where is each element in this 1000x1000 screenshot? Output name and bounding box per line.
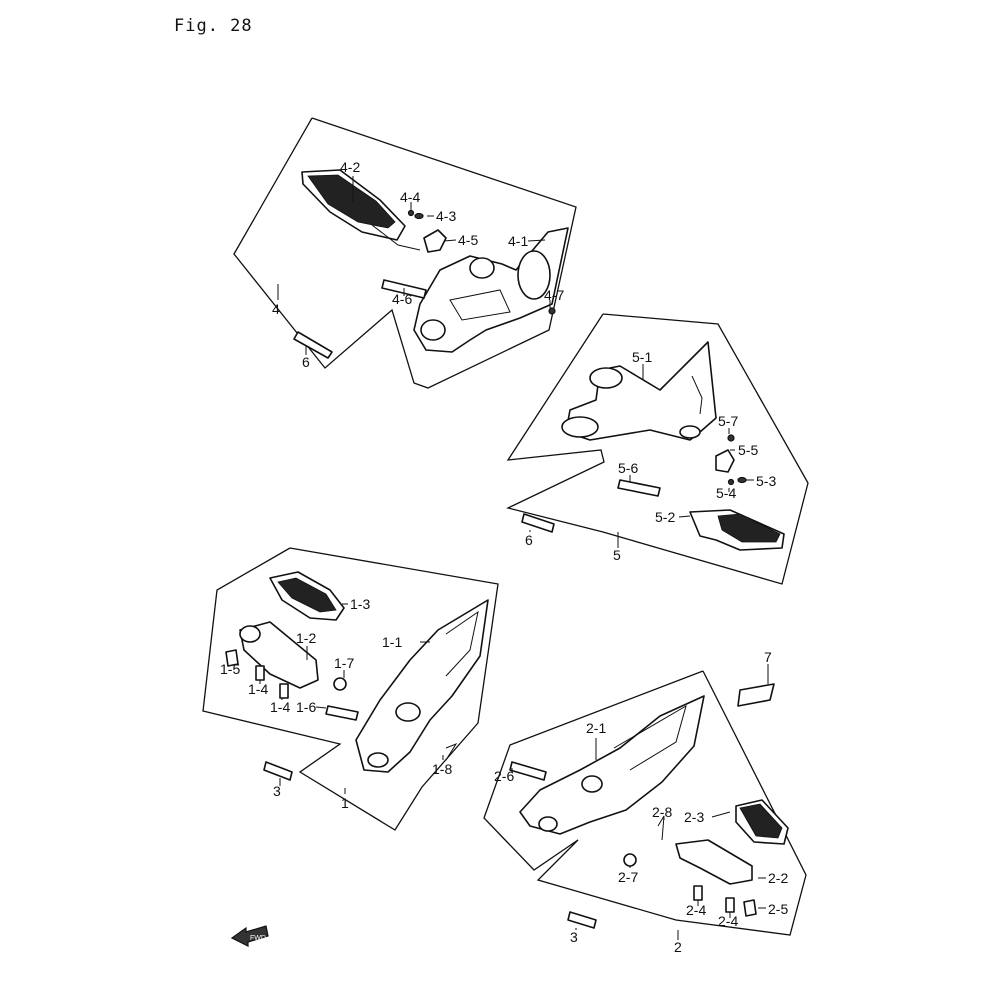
label-4: 4 — [272, 301, 280, 317]
label-2: 2 — [674, 939, 682, 955]
label-1-3: 1-3 — [350, 596, 370, 612]
label-4-6: 4-6 — [392, 291, 412, 307]
label-1-8: 1-8 — [432, 761, 452, 777]
label-6-b: 6 — [525, 532, 533, 548]
part-1-4-screw-b — [279, 683, 289, 699]
fwd-badge-text: FWD — [250, 935, 266, 942]
part-5-5-plate — [715, 449, 735, 473]
part-2-4-screw-b — [725, 897, 735, 913]
part-4-4-ball — [407, 209, 415, 217]
assembly-group-1 — [202, 547, 499, 831]
part-4-1-bracket — [413, 227, 569, 353]
part-5-6-pin — [617, 479, 661, 497]
label-1-2: 1-2 — [296, 630, 316, 646]
part-1-3-footpeg — [269, 571, 345, 621]
label-5: 5 — [613, 547, 621, 563]
fwd-arrow-icon: FWD — [230, 925, 269, 947]
label-1-6: 1-6 — [296, 699, 316, 715]
label-4-7: 4-7 — [544, 287, 564, 303]
part-2-4-screw-a — [693, 885, 703, 901]
label-5-5: 5-5 — [738, 442, 758, 458]
part-4-2-footpeg — [301, 169, 421, 251]
label-6-a: 6 — [302, 354, 310, 370]
label-4-1: 4-1 — [508, 233, 528, 249]
part-7-label — [737, 683, 775, 707]
label-2-1: 2-1 — [586, 720, 606, 736]
part-4-5-plate — [423, 229, 447, 253]
part-5-7-nut — [727, 434, 735, 442]
label-2-3: 2-3 — [684, 809, 704, 825]
assembly-group-2 — [483, 664, 807, 940]
label-2-7: 2-7 — [618, 869, 638, 885]
part-2-1-bracket — [519, 695, 705, 835]
label-1-1: 1-1 — [382, 634, 402, 650]
part-5-3-spring — [737, 476, 747, 484]
part-1-8-cotter — [445, 742, 458, 761]
label-7: 7 — [764, 649, 772, 665]
part-4-3-spring — [414, 212, 424, 220]
part-2-6-pin — [509, 761, 547, 781]
label-5-3: 5-3 — [756, 473, 776, 489]
part-2-5-bolt — [743, 899, 757, 917]
label-4-4: 4-4 — [400, 189, 420, 205]
part-6-bolt-a — [293, 331, 333, 359]
figure-title: Fig. 28 — [174, 16, 253, 36]
label-3-b: 3 — [570, 929, 578, 945]
part-2-2-pedal-holder — [675, 839, 753, 885]
part-5-1-bracket — [561, 341, 717, 441]
part-3-bolt-a — [263, 761, 293, 781]
label-5-2: 5-2 — [655, 509, 675, 525]
part-5-2-footpeg — [689, 509, 785, 551]
part-2-8-cotter — [657, 815, 665, 841]
part-1-2-pedal-holder — [239, 621, 319, 689]
part-1-7-clip — [333, 677, 347, 691]
label-5-4: 5-4 — [716, 485, 736, 501]
label-1-4-a: 1-4 — [248, 681, 268, 697]
label-5-6: 5-6 — [618, 460, 638, 476]
label-2-6: 2-6 — [494, 768, 514, 784]
part-2-3-footpeg — [735, 799, 789, 845]
part-2-7-clip — [623, 853, 637, 867]
label-2-4-a: 2-4 — [686, 902, 706, 918]
label-4-5: 4-5 — [458, 232, 478, 248]
assembly-group-4 — [233, 117, 577, 389]
label-2-4-b: 2-4 — [718, 913, 738, 929]
label-5-7: 5-7 — [718, 413, 738, 429]
part-1-4-screw-a — [255, 665, 265, 681]
assembly-group-5 — [506, 313, 809, 585]
part-1-6-pin — [325, 705, 359, 721]
label-1: 1 — [341, 795, 349, 811]
part-1-5-bolt — [225, 649, 239, 667]
label-2-2: 2-2 — [768, 870, 788, 886]
part-4-7-nut — [548, 307, 556, 315]
part-1-1-bracket — [355, 599, 489, 773]
part-3-bolt-b — [567, 911, 597, 929]
label-4-3: 4-3 — [436, 208, 456, 224]
callout-labels: 4-2 4-4 4-3 4-5 4-1 4 4-6 4-7 6 5-1 5-7 … — [220, 159, 788, 955]
label-2-5: 2-5 — [768, 901, 788, 917]
label-5-1: 5-1 — [632, 349, 652, 365]
label-1-7: 1-7 — [334, 655, 354, 671]
label-3-a: 3 — [273, 783, 281, 799]
label-2-8: 2-8 — [652, 804, 672, 820]
part-6-bolt-b — [521, 513, 555, 533]
part-5-4-ball — [727, 478, 735, 486]
label-4-2: 4-2 — [340, 159, 360, 175]
label-1-5: 1-5 — [220, 661, 240, 677]
label-1-4-b: 1-4 — [270, 699, 290, 715]
